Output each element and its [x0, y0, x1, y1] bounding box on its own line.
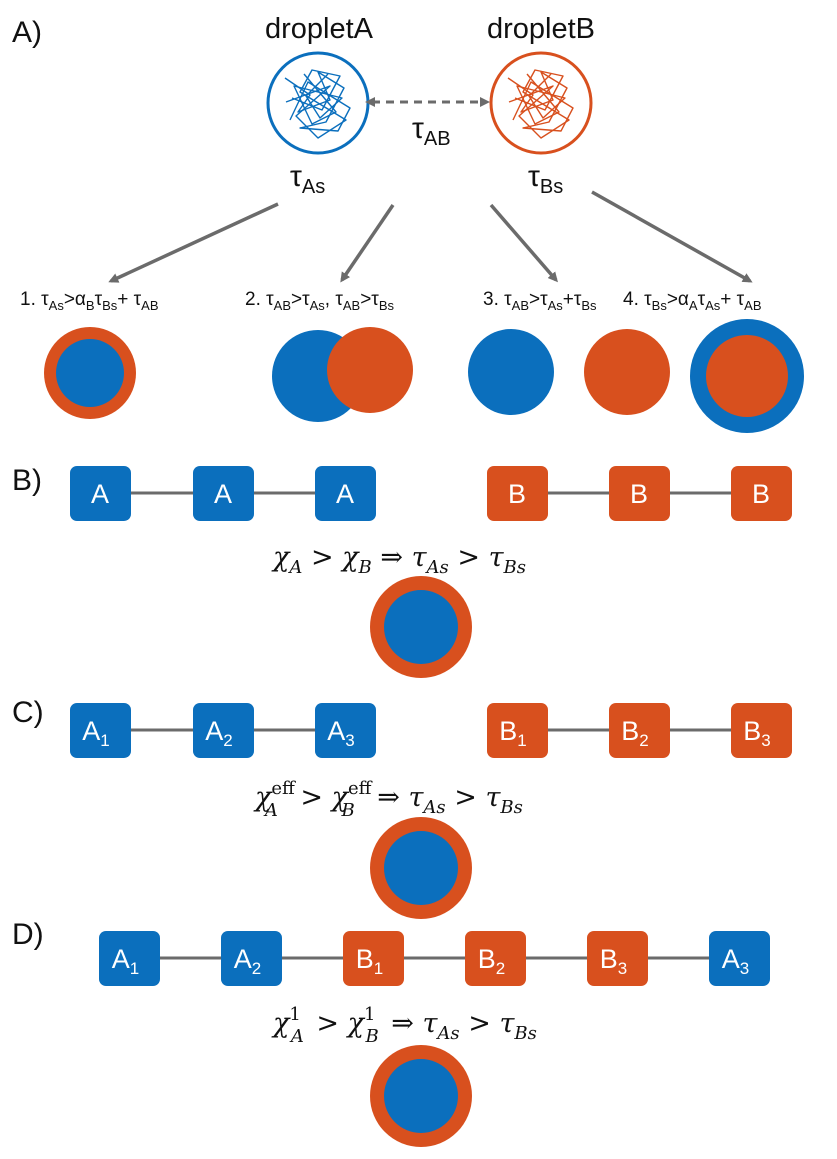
monomer-box: B2: [465, 931, 526, 986]
monomer-box: B1: [487, 703, 548, 758]
outcome-arrow-4: [591, 190, 753, 283]
panel-c-result-droplet: [370, 817, 472, 919]
svg-text:A2: A2: [205, 716, 232, 750]
droplet-b-icon: [489, 51, 593, 155]
svg-text:B: B: [752, 479, 770, 509]
svg-text:A2: A2: [234, 944, 261, 978]
panel-b-equation: χA > χB ⇒ τAs > τBs: [271, 542, 526, 578]
monomer-box: A: [193, 466, 254, 521]
svg-text:A1: A1: [82, 716, 109, 750]
svg-text:B2: B2: [621, 716, 648, 750]
panel-b-label: B): [12, 464, 42, 497]
svg-text:A3: A3: [722, 944, 749, 978]
droplet-a-icon: [266, 51, 370, 155]
monomer-box: A: [70, 466, 131, 521]
monomer-box: A1: [99, 931, 160, 986]
condition-3: 3. τAB>τAs+τBs: [483, 289, 597, 313]
droplet-a-tau-label: τAs: [290, 160, 325, 198]
svg-text:B1: B1: [499, 716, 526, 750]
monomer-box: B1: [343, 931, 404, 986]
svg-text:A1: A1: [112, 944, 139, 978]
morphology-2-partial-engulfing: [272, 327, 413, 422]
morphology-3-separate: [468, 329, 670, 415]
monomer-box: A2: [193, 703, 254, 758]
monomer-box: B: [487, 466, 548, 521]
panel-c-label: C): [12, 696, 44, 729]
morphology-4-core-shell-inverted: [690, 319, 804, 433]
panel-b-result-droplet: [370, 576, 472, 678]
svg-text:A: A: [91, 479, 109, 509]
condition-4: 4. τBs>αAτAs+ τAB: [623, 289, 762, 313]
droplet-a-title: dropletA: [265, 13, 374, 45]
monomer-box: B3: [587, 931, 648, 986]
svg-text:B: B: [508, 479, 526, 509]
panel-a-label: A): [12, 16, 42, 49]
panel-d-label: D): [12, 918, 44, 951]
droplet-b-tau-label: τBs: [528, 160, 563, 198]
svg-text:B2: B2: [478, 944, 505, 978]
monomer-box: A: [315, 466, 376, 521]
outcome-arrow-2: [340, 204, 395, 283]
svg-text:B3: B3: [743, 716, 770, 750]
monomer-box: B2: [609, 703, 670, 758]
svg-text:A3: A3: [327, 716, 354, 750]
svg-text:B1: B1: [356, 944, 383, 978]
svg-text:B: B: [630, 479, 648, 509]
condition-1: 1. τAs>αBτBs+ τAB: [20, 289, 159, 313]
monomer-box: B: [609, 466, 670, 521]
outcome-arrow-1: [108, 202, 279, 283]
droplet-b-title: dropletB: [487, 13, 595, 45]
chain-d-monomers: A1 A2 B1 B2 B3 A3: [99, 931, 770, 986]
outcome-arrows: [108, 190, 753, 283]
svg-text:B3: B3: [600, 944, 627, 978]
monomer-box: B: [731, 466, 792, 521]
condition-2: 2. τAB>τAs, τAB>τBs: [245, 289, 394, 313]
monomer-box: A3: [709, 931, 770, 986]
svg-text:A: A: [214, 479, 232, 509]
monomer-box: A1: [70, 703, 131, 758]
interaction-tau-label: τAB: [412, 112, 451, 150]
morphology-1-core-shell: [44, 327, 136, 419]
panel-d-result-droplet: [370, 1045, 472, 1147]
monomer-box: B3: [731, 703, 792, 758]
monomer-box: A2: [221, 931, 282, 986]
outcome-arrow-3: [489, 203, 558, 283]
svg-text:A: A: [336, 479, 354, 509]
monomer-box: A3: [315, 703, 376, 758]
